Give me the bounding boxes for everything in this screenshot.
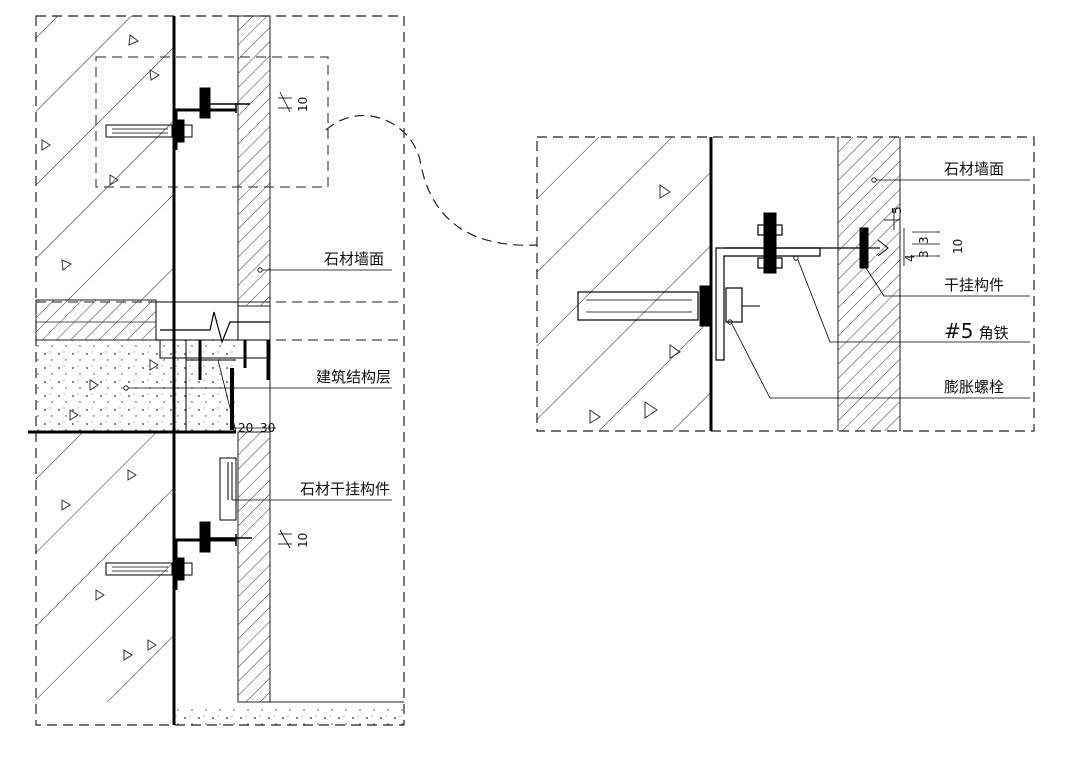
bolt-horizontal-assembly: [757, 212, 783, 274]
label-stone-hanger: 石材干挂构件: [300, 480, 390, 498]
detail-label-hanger: 干挂构件: [944, 276, 1004, 294]
slab-concrete: [36, 340, 236, 432]
detail-dim-3a: 3: [917, 236, 931, 244]
floor-strip: [174, 705, 404, 725]
detail-aggregate: [589, 184, 681, 424]
lower-gap-dimension: 10: [278, 529, 310, 549]
stone-cladding-lower: [237, 431, 271, 703]
detail-dim-5: 5: [890, 206, 904, 214]
detail-callout-box: [95, 56, 329, 188]
detail-dim-3b: 3: [917, 250, 931, 258]
dry-hang-clip: [859, 227, 889, 269]
floor-slab: [35, 299, 157, 341]
expansion-anchor: [577, 285, 760, 327]
detail-connector: [325, 114, 538, 246]
section-border: [35, 15, 405, 726]
aggregate-marks: [41, 34, 160, 661]
detail-dim-10: 10: [951, 239, 965, 254]
enlarged-detail: 5 4 3 3 10 石材墙面 干挂构件 #5 角铁 膨胀螺栓: [536, 136, 1035, 432]
concrete-wall-upper: [36, 16, 174, 302]
left-section: 10 20 30: [28, 15, 405, 726]
angle-prefix: #5: [944, 319, 973, 343]
lower-hanger-bracket: [219, 457, 237, 521]
detail-label-angle: #5 角铁: [944, 319, 1009, 343]
detail-dimensions: [884, 208, 940, 266]
joint-dim-a: 20: [238, 421, 253, 435]
joint-dim-b: 30: [260, 421, 275, 435]
lower-anchor: [105, 521, 252, 590]
detail-label-stone-wall: 石材墙面: [944, 160, 1004, 178]
label-stone-wall-left: 石材墙面: [324, 250, 384, 268]
stone-cladding-upper: [237, 15, 271, 307]
label-structure-layer: 建筑结构层: [316, 368, 391, 386]
detail-dim-4: 4: [903, 254, 917, 262]
slab-fixing: [155, 301, 271, 433]
detail-border: [536, 136, 1035, 432]
detail-label-anchor-bolt: 膨胀螺栓: [944, 378, 1004, 396]
left-leaders: [123, 267, 392, 501]
upper-gap-dimension: 10: [278, 91, 310, 113]
angle-iron: [715, 247, 860, 361]
joint-dimensions: 20 30: [232, 421, 276, 435]
angle-text: 角铁: [979, 324, 1009, 342]
lower-gap-text: 10: [296, 533, 310, 548]
detail-leaders: [727, 177, 1030, 399]
upper-gap-text: 10: [296, 97, 310, 112]
upper-anchor: [105, 87, 250, 150]
